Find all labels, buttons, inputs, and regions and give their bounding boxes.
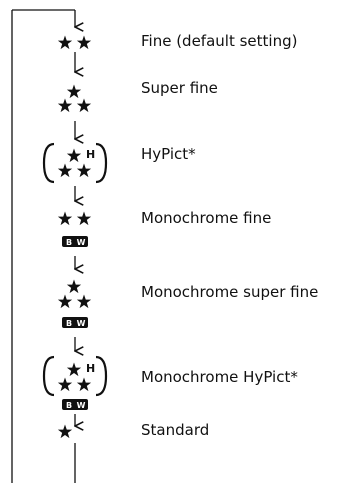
two-stars-icon xyxy=(57,35,92,50)
left-bracket-icon xyxy=(42,142,55,184)
svg-text:W: W xyxy=(77,238,86,247)
h-badge: H xyxy=(86,148,95,161)
bw-badge xyxy=(62,317,88,328)
two-stars-bw-icon: B W xyxy=(57,211,92,247)
mode-label-monochrome-fine: Monochrome fine xyxy=(141,209,272,227)
right-bracket-icon xyxy=(95,142,108,184)
svg-text:W: W xyxy=(77,401,86,410)
bw-badge xyxy=(62,236,88,247)
mode-label-hypict: HyPict* xyxy=(141,145,196,163)
mode-label-monochrome-super-fine: Monochrome super fine xyxy=(141,283,319,301)
svg-text:W: W xyxy=(77,319,86,328)
left-bracket-icon xyxy=(42,355,55,397)
mode-label-monochrome-hypict: Monochrome HyPict* xyxy=(141,368,298,386)
mode-label-fine: Fine (default setting) xyxy=(141,32,298,50)
h-badge: H xyxy=(86,362,95,375)
bw-badge xyxy=(62,399,88,410)
mode-label-standard: Standard xyxy=(141,421,210,439)
three-stars-h-icon: H xyxy=(42,142,108,184)
right-bracket-icon xyxy=(95,355,108,397)
svg-text:B: B xyxy=(66,319,72,328)
three-stars-h-bw-icon: H B W xyxy=(42,355,108,410)
mode-label-super-fine: Super fine xyxy=(141,79,218,97)
three-stars-icon xyxy=(57,84,92,113)
one-star-icon xyxy=(57,424,73,439)
three-stars-bw-icon: B W xyxy=(57,279,92,328)
svg-text:B: B xyxy=(66,238,72,247)
cycle-loop-line xyxy=(11,9,75,483)
svg-text:B: B xyxy=(66,401,72,410)
